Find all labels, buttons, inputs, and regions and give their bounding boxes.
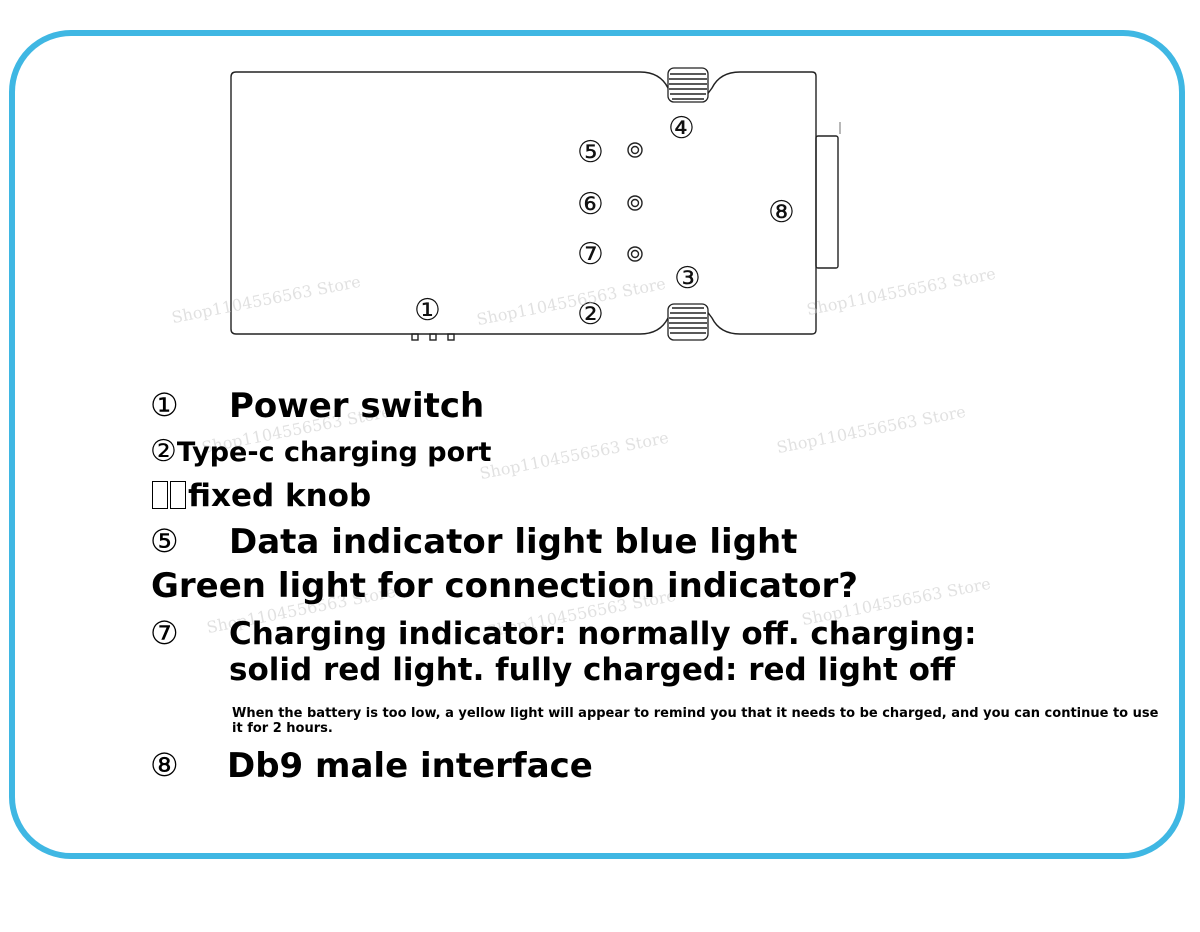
- db9-connector: [815, 135, 839, 269]
- legend-label: Green light for connection indicator?: [151, 566, 859, 606]
- device-body: [230, 71, 817, 335]
- legend-item-charging-port: ②Type-c charging port: [150, 434, 491, 469]
- legend-label: Power switch: [229, 386, 485, 426]
- legend-num: ⑧: [150, 746, 179, 784]
- legend-item-connection-indicator: Green light for connection indicator?: [151, 566, 858, 606]
- legend-num: ①: [150, 386, 179, 424]
- callout-6: ⑥: [577, 187, 604, 222]
- legend-num: ⑤: [150, 522, 179, 560]
- legend-label: Type-c charging port: [176, 437, 492, 468]
- diagram-frame: [9, 30, 1185, 859]
- legend-num-placeholder: [170, 481, 186, 509]
- callout-4: ④: [668, 111, 695, 146]
- legend-line2: solid red light. fully charged: red ligh…: [229, 652, 956, 688]
- top-knob: [667, 67, 709, 103]
- legend-label: fixed knob: [188, 478, 372, 514]
- callout-7: ⑦: [577, 237, 604, 272]
- legend-num: ②: [150, 434, 177, 469]
- callout-5: ⑤: [577, 135, 604, 170]
- callout-8: ⑧: [768, 195, 795, 230]
- legend-line1: Charging indicator: normally off. chargi…: [229, 616, 977, 652]
- led-6: [627, 195, 643, 211]
- legend-label: Data indicator light blue light: [229, 522, 798, 562]
- device-drawing: ① ② ③ ④ ⑤ ⑥ ⑦ ⑧: [230, 67, 841, 341]
- legend-note-low-battery: When the battery is too low, a yellow li…: [232, 706, 1159, 736]
- callout-3: ③: [674, 261, 701, 296]
- callout-1: ①: [414, 293, 441, 328]
- callout-2: ②: [577, 297, 604, 332]
- legend-item-fixed-knob: fixed knob: [152, 478, 371, 514]
- bottom-knob: [667, 303, 709, 341]
- led-7: [627, 246, 643, 262]
- led-5: [627, 142, 643, 158]
- legend-num-placeholder: [152, 481, 168, 509]
- legend-label: Db9 male interface: [227, 746, 593, 786]
- legend-num: ⑦: [150, 614, 179, 652]
- power-switch-pins: [411, 333, 455, 341]
